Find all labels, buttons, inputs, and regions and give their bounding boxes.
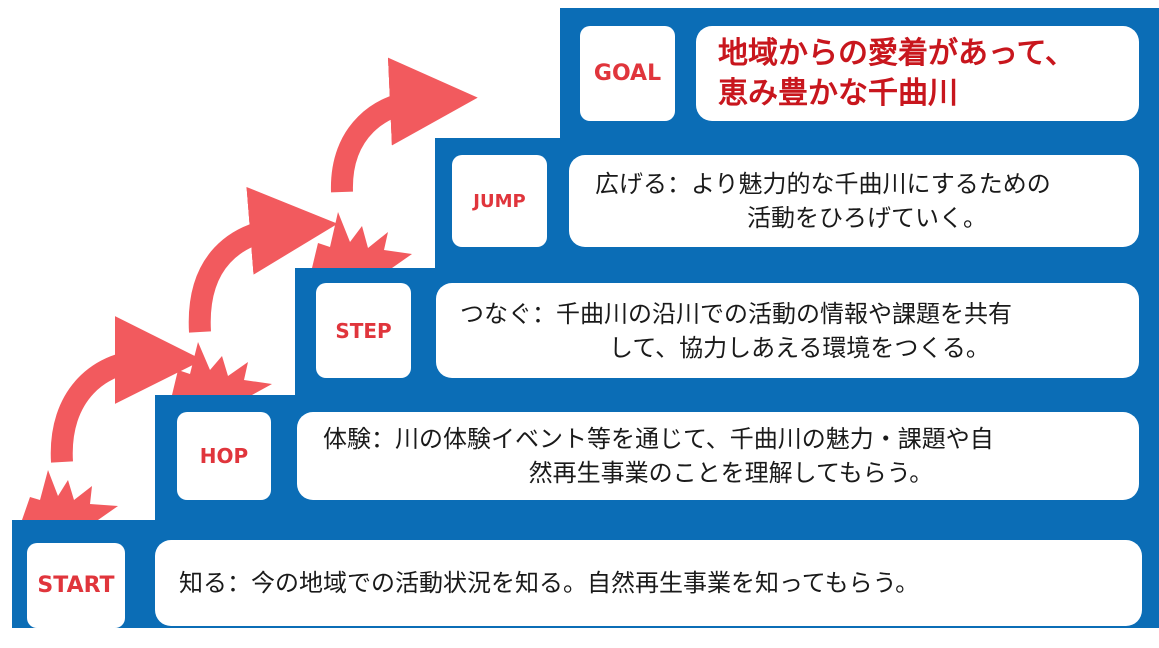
curved-arrow-icon — [50, 316, 203, 463]
burst-icon — [172, 342, 272, 395]
goal-description-line2: 恵み豊かな千曲川 — [718, 75, 958, 111]
hop-description-line2: 然再生事業のことを理解してもらう。 — [528, 459, 934, 487]
start-label: START — [27, 543, 125, 628]
step-description-line2: して、協力しあえる環境をつくる。 — [609, 333, 990, 362]
burst-icon — [22, 470, 118, 520]
jump-description: 広げる：より魅力的な千曲川にするための 活動をひろげていく。 — [569, 155, 1139, 247]
step-description: つなぐ：千曲川の沿川での活動の情報や課題を共有 して、協力しあえる環境をつくる。 — [436, 283, 1139, 378]
hop-description: 体験：川の体験イベント等を通じて、千曲川の魅力・課題や自 然再生事業のことを理解… — [297, 412, 1139, 500]
start-description-line1: 知る：今の地域での活動状況を知る。自然再生事業を知ってもらう。 — [179, 569, 920, 597]
jump-label: JUMP — [452, 155, 547, 247]
hop-label: HOP — [177, 412, 271, 500]
goal-description-line1: 地域からの愛着があって、 — [718, 35, 1075, 71]
jump-description-line2: 活動をひろげていく。 — [747, 204, 987, 232]
step-label: STEP — [316, 283, 411, 378]
jump-description-line1: 広げる：より魅力的な千曲川にするための — [595, 170, 1051, 198]
goal-label: GOAL — [580, 26, 675, 121]
curved-arrow-icon — [188, 186, 338, 333]
goal-description: 地域からの愛着があって、 恵み豊かな千曲川 — [696, 26, 1139, 121]
start-description: 知る：今の地域での活動状況を知る。自然再生事業を知ってもらう。 — [155, 540, 1142, 626]
curved-arrow-icon — [330, 57, 478, 193]
hop-description-line1: 体験：川の体験イベント等を通じて、千曲川の魅力・課題や自 — [323, 425, 994, 453]
burst-icon — [312, 212, 412, 268]
step-description-line1: つなぐ：千曲川の沿川での活動の情報や課題を共有 — [460, 299, 1012, 328]
